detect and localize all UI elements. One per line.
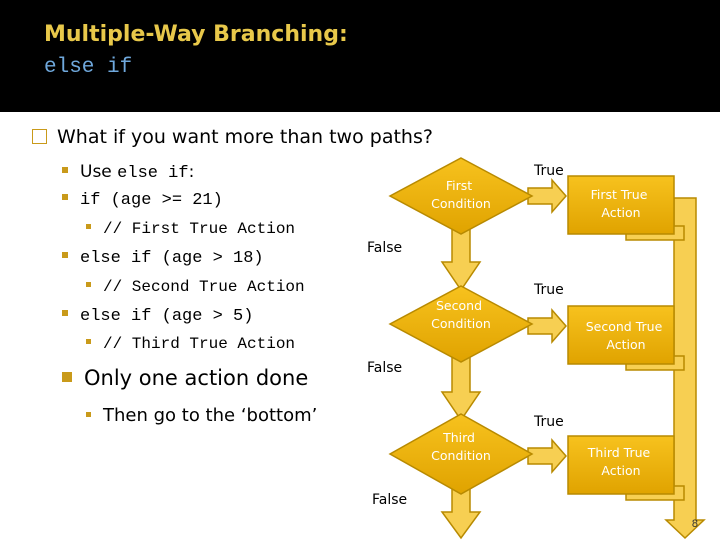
bottom-note-item: Then go to the ‘bottom’ xyxy=(86,405,317,426)
action-label-3: Third True Action xyxy=(587,445,654,478)
action-2-line-2: Action xyxy=(606,337,645,352)
condition-label-3: Third Condition xyxy=(431,430,491,463)
title-bar: Multiple-Way Branching: else if xyxy=(0,0,720,112)
true-label-2: True xyxy=(533,282,564,298)
question-line: What if you want more than two paths? xyxy=(32,126,433,148)
use-else-if-item: Use else if: xyxy=(62,162,194,183)
true-arrow-2 xyxy=(527,308,567,344)
action-2-line-1: Second True xyxy=(586,319,663,334)
small-bullet-icon xyxy=(86,412,91,417)
condition-diamond-2 xyxy=(388,285,534,363)
code-line-if-age-21: if (age >= 21) xyxy=(62,191,223,210)
action-3-line-2: Action xyxy=(601,463,640,478)
action-label-2: Second True Action xyxy=(586,319,667,352)
slide-subtitle: else if xyxy=(44,56,133,79)
condition-2-line-1: Second xyxy=(436,298,482,313)
square-bullet-icon xyxy=(62,194,68,200)
action-3-line-1: Third True xyxy=(587,445,651,460)
false-label-2: False xyxy=(367,360,402,376)
true-arrow-1 xyxy=(527,178,567,214)
code-text: else if (age > 18) xyxy=(80,249,264,268)
small-bullet-icon xyxy=(86,339,91,344)
true-arrow-3 xyxy=(527,438,567,474)
true-label-1: True xyxy=(533,163,564,179)
action-label-1: First True Action xyxy=(591,187,652,220)
slide-title: Multiple-Way Branching: xyxy=(44,22,348,47)
action-1-line-1: First True xyxy=(591,187,648,202)
checkbox-bullet-icon xyxy=(32,129,47,144)
condition-diamond-3 xyxy=(388,413,534,495)
code-text: // First True Action xyxy=(103,220,296,238)
false-label-3: False xyxy=(372,492,407,508)
only-one-item: Only one action done xyxy=(62,366,308,390)
false-label-1: False xyxy=(367,240,402,256)
square-bullet-icon xyxy=(62,310,68,316)
use-suffix: : xyxy=(188,162,195,182)
condition-1-line-1: First xyxy=(446,178,472,193)
condition-diamond-1 xyxy=(388,157,534,235)
code-text: if (age >= 21) xyxy=(80,191,223,210)
small-bullet-icon xyxy=(86,282,91,287)
action-box-1 xyxy=(567,175,675,235)
page-number: 8 xyxy=(691,518,698,530)
code-line-third-action: // Third True Action xyxy=(86,335,295,353)
use-code: else if xyxy=(117,164,189,183)
code-text: // Third True Action xyxy=(103,335,296,353)
condition-2-line-2: Condition xyxy=(431,316,491,331)
condition-3-line-1: Third xyxy=(442,430,475,445)
square-bullet-icon xyxy=(62,252,68,258)
condition-1-line-2: Condition xyxy=(431,196,491,211)
code-line-first-action: // First True Action xyxy=(86,220,295,238)
true-label-3: True xyxy=(533,414,564,430)
action-box-3 xyxy=(567,435,675,495)
use-prefix: Use xyxy=(80,162,118,182)
square-bullet-icon xyxy=(62,167,68,173)
code-line-else-if-5: else if (age > 5) xyxy=(62,307,253,326)
bottom-note-text: Then go to the ‘bottom’ xyxy=(103,405,318,426)
only-one-text: Only one action done xyxy=(84,366,309,390)
condition-label-2: Second Condition xyxy=(431,298,491,331)
return-channel xyxy=(664,197,706,540)
square-bullet-icon xyxy=(62,372,72,382)
small-bullet-icon xyxy=(86,224,91,229)
condition-label-1: First Condition xyxy=(431,178,491,211)
question-text: What if you want more than two paths? xyxy=(57,126,433,148)
code-text: // Second True Action xyxy=(103,278,305,296)
action-box-2 xyxy=(567,305,675,365)
condition-3-line-2: Condition xyxy=(431,448,491,463)
action-1-line-2: Action xyxy=(601,205,640,220)
code-line-else-if-18: else if (age > 18) xyxy=(62,249,264,268)
code-line-second-action: // Second True Action xyxy=(86,278,305,296)
code-text: else if (age > 5) xyxy=(80,307,254,326)
